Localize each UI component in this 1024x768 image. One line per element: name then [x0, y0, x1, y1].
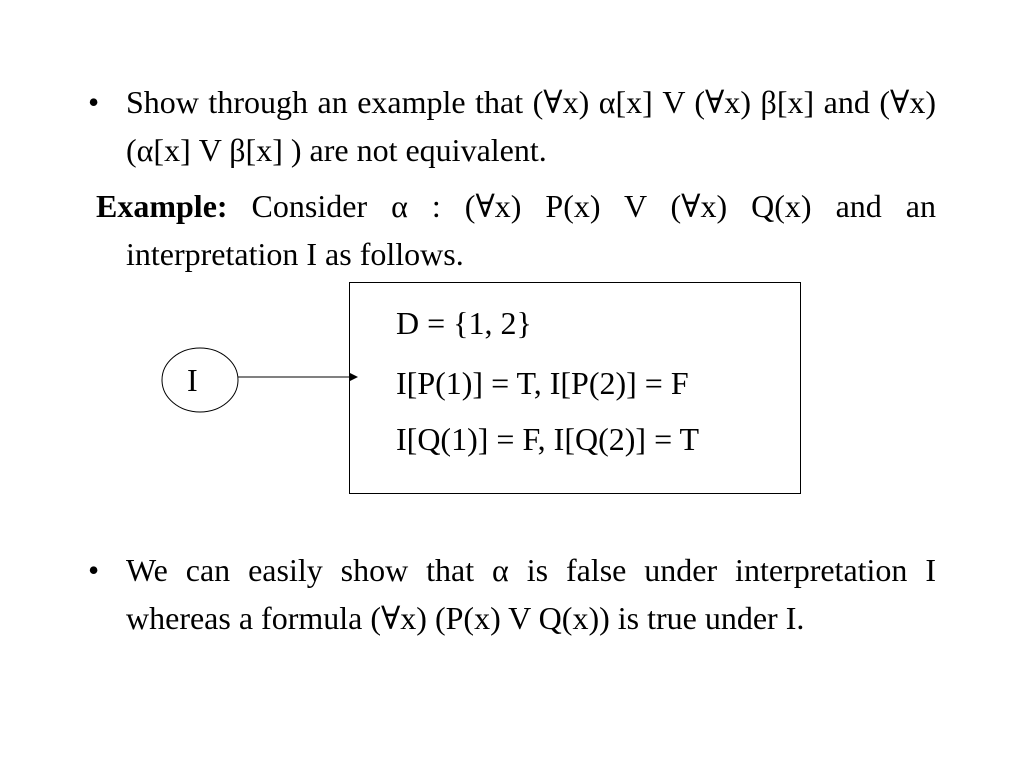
q-assignment: I[Q(1)] = F, I[Q(2)] = T: [396, 421, 700, 457]
p-assignment: I[P(1)] = T, I[P(2)] = F: [396, 365, 689, 401]
bullet-marker: •: [88, 84, 100, 120]
domain-definition: D = {1, 2}: [396, 305, 532, 341]
bullet-equivalence-question: Show through an example that (∀x) α[x] V…: [126, 84, 936, 168]
example-paragraph: Example: Consider α : (∀x) P(x) V (∀x) Q…: [96, 182, 936, 278]
interpretation-node-label: I: [187, 362, 198, 398]
bullet-marker: •: [88, 552, 100, 588]
example-text: Consider α : (∀x) P(x) V (∀x) Q(x) and a…: [126, 188, 936, 272]
example-label: Example:: [96, 188, 228, 224]
bullet-conclusion: We can easily show that α is false under…: [126, 552, 936, 636]
interpretation-box: D = {1, 2} I[P(1)] = T, I[P(2)] = F I[Q(…: [349, 282, 801, 494]
interpretation-node-ellipse: [161, 347, 239, 413]
